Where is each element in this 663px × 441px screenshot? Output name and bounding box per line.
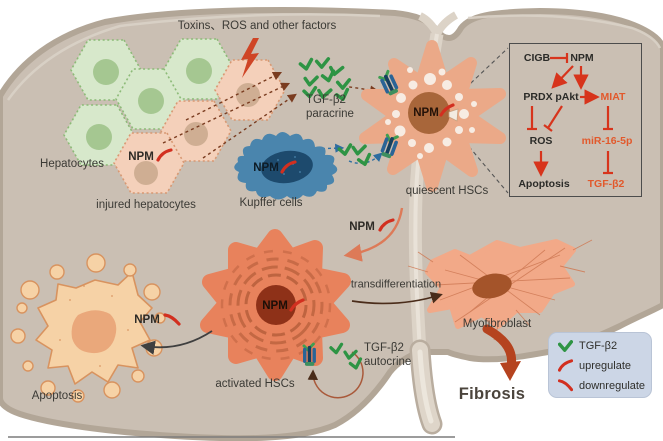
downregulate-icon: [558, 379, 573, 392]
npm-label-mid: NPM: [349, 221, 375, 234]
apoptotic-cell: [10, 253, 166, 403]
apoptosis-label: Apoptosis: [31, 390, 83, 403]
myofibroblast-nucleus: [472, 273, 512, 299]
legend-item-downregulate: downregulate: [558, 379, 646, 392]
legend-item-upregulate: upregulate: [558, 359, 643, 372]
npm-label-injured: NPM: [128, 151, 154, 164]
hsc-organelle: [448, 108, 459, 122]
npm-label-kupffer: NPM: [253, 162, 279, 175]
legend-label: TGF-β2: [579, 340, 618, 352]
injured-hepatocytes-label: injured hepatocytes: [96, 199, 196, 212]
title-toxins-ros: Toxins、ROS and other factors: [177, 20, 337, 33]
upregulate-icon: [156, 148, 173, 162]
tgf-b2-check-icon: [558, 340, 573, 352]
activated-hsc-cell: [200, 229, 351, 381]
tgf-b2-paracrine-label: TGF-β2 paracrine: [306, 94, 354, 120]
legend-label: upregulate: [579, 359, 631, 372]
upregulate-icon: [378, 218, 395, 232]
autocrine-loop-arrow: [307, 351, 364, 399]
paracrine-dashed-arrows: [162, 71, 380, 159]
pathway-node-npm: NPM: [570, 52, 594, 64]
tgf-b2-autocrine-label: TGF-β2 autocrine: [364, 342, 412, 368]
upregulate-icon: [289, 298, 305, 312]
gallbladder-tube: [409, 339, 443, 435]
activated-hscs-label: activated HSCs: [215, 378, 295, 391]
pathway-node-mir-16-5p: miR-16-5p: [581, 135, 633, 147]
magnifier-dashed-lines: [454, 47, 509, 194]
npm-label-apoptosis: NPM: [134, 314, 160, 327]
pathway-node-tgf-b2: TGF-β2: [587, 178, 625, 190]
pathway-arrows: [527, 53, 613, 177]
hepatocytes-label: Hepatocytes: [40, 158, 104, 171]
upregulate-icon: [558, 359, 573, 372]
apoptotic-nucleus: [71, 310, 117, 354]
kupffer-cells-label: Kupffer cells: [239, 197, 303, 210]
apoptosis-arrow: [140, 330, 213, 355]
pathway-node-pakt: pAkt: [555, 91, 579, 103]
quiescent-hsc-nucleus: [408, 92, 450, 134]
legend-item-tgf-b2: TGF-β2: [558, 340, 643, 352]
pathway-node-cigb: CIGB: [523, 52, 551, 64]
transdifferentiation-label: transdifferentiation: [350, 278, 442, 291]
pathway-inset-box: CIGB NPM PRDX pAkt MIAT ROS miR-16-5p Ap…: [509, 43, 642, 197]
lipid-droplets: [385, 67, 477, 159]
upregulate-icon: [439, 103, 455, 117]
activation-arrow: [343, 207, 404, 262]
npm-label-activated: NPM: [262, 300, 288, 313]
myofibroblast-label: Myofibroblast: [462, 318, 532, 331]
downregulate-icon: [163, 313, 181, 326]
pathway-node-miat: MIAT: [600, 91, 626, 103]
npm-regulation-icons: [156, 103, 455, 326]
kupffer-dashed-arrows: [309, 143, 383, 164]
pathway-node-apoptosis: Apoptosis: [518, 178, 570, 190]
myofibroblast-cell: [407, 239, 593, 341]
pathway-node-prdx: PRDX: [523, 91, 553, 103]
upregulate-icon: [280, 160, 297, 174]
injured-hepatocytes-cluster: [113, 59, 286, 194]
fibrosis-arrow: [482, 324, 521, 381]
pathway-node-ros: ROS: [529, 135, 553, 147]
activated-hsc-nucleus: [256, 285, 296, 325]
hepatocytes-cluster: [63, 38, 235, 166]
endoplasmic-rings: [220, 249, 332, 361]
npm-label-quiescent: NPM: [413, 107, 439, 120]
legend-box: TGF-β2 upregulate downregulate: [548, 332, 652, 398]
transdifferentiation-arrow: [351, 291, 443, 305]
injury-lightning-icon: [241, 38, 259, 78]
quiescent-hscs-label: quiescent HSCs: [405, 185, 489, 198]
fibrosis-label: Fibrosis: [458, 385, 526, 404]
apoptotic-blebs: [10, 253, 166, 403]
legend-label: downregulate: [579, 379, 646, 392]
